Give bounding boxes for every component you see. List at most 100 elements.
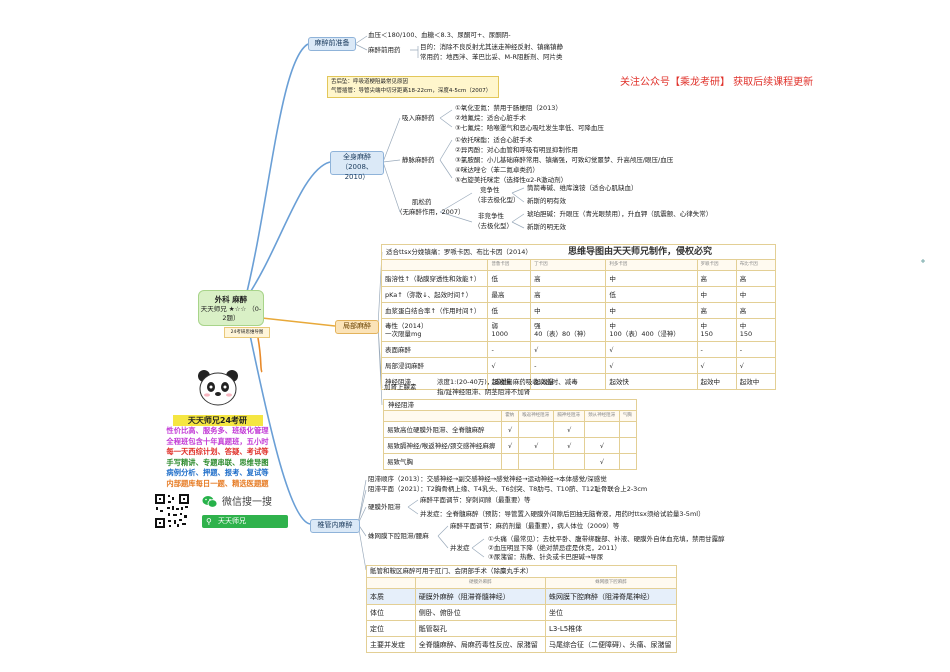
table-row: 体位 侧卧、俯卧位 坐位 [366, 604, 678, 621]
cell: 中 [696, 286, 737, 303]
col-head: 布比卡因 [735, 259, 777, 271]
search-icon: ⚲ [206, 517, 212, 526]
cell: 高 [530, 286, 607, 303]
col-head: 颈从神经阻滞 [584, 410, 620, 422]
col-head: 普鲁卡因 [487, 259, 532, 271]
cell: 中 [605, 302, 698, 319]
table-row: 主要并发症 全脊髓麻醉、局麻药毒性反应、尿潴留 马尾综合征（二便障碍）、头痛、尿… [366, 636, 678, 653]
promo-line: 每一天西综计划、答疑、考试等 [166, 447, 269, 456]
row-label: 毒性（2014） 一次限量mg [380, 318, 489, 342]
table-row: 易致膈神经/喉返神经/颈交感神经麻痹 √ √ √ √ [382, 437, 638, 454]
inhal-item: ③七氟烷：哈喉罩气和恶心吸吐发生率低、可降血压 [455, 124, 604, 132]
competitive-label: 竞争性 [480, 186, 500, 194]
row-label: pKa↑（弥散↓、起效时间↑） [380, 286, 489, 303]
muscle-relaxant-note: （无麻醉作用，2007） [396, 208, 465, 216]
table-row: 定位 骶管裂孔 L3-L5椎体 [366, 620, 678, 637]
promo-line: 内部题库每日一题、精选医题题 [166, 478, 269, 488]
col-head: 丁卡因 [530, 259, 607, 271]
row-label: 体位 [366, 604, 416, 621]
table-row: pKa↑（弥散↓、起效时间↑） 最高 高 低 中 中 [380, 286, 777, 303]
central-subtitle: 天天师兄 ★☆☆ （0-2题） [200, 305, 262, 322]
cell: 起效快 [605, 373, 698, 390]
cell: 全脊髓麻醉、局麻药毒性反应、尿潴留 [414, 636, 546, 653]
general-label: 全身麻醉 [343, 153, 371, 161]
preop-lab-criteria: 血压＜180/100、血糖＜8.3、尿酮可+、尿酮阴- [368, 31, 511, 39]
nerve-block-header: 神经阻滞 [383, 399, 637, 411]
local-table-title: 适合ttsx分娩镇痛：罗哌卡因、布比卡因（2014） [386, 248, 532, 256]
table-row: 易致气胸 √ [382, 453, 638, 470]
col-head [366, 577, 416, 589]
cell: √ [501, 437, 520, 454]
course-promo: 天天师兄24考研 性价比高、服务多、班级化管理 全程班包含十年真题班，五小时 每… [150, 415, 285, 489]
competitive-sub: （非去极化型） [474, 196, 520, 204]
local-anesthetic-table: 普鲁卡因 丁卡因 利多卡因 罗哌卡因 布比卡因 脂溶性↑（黏膜穿透性和效能↑） … [380, 259, 777, 390]
cell: 中 150 [735, 318, 777, 342]
wechat-search-box[interactable]: ⚲ 天天师兄 [202, 515, 288, 528]
airway-note: 舌后坠：呼吸道梗阻最常见原因 气管插管：导管尖端中切牙距离18-22cm，深度4… [327, 76, 499, 98]
cell: L3-L5椎体 [544, 620, 678, 637]
cell [518, 421, 555, 438]
muscle-relaxant-label: 肌松药 [412, 198, 432, 206]
cell: 马尾综合征（二便障碍）、头痛、尿潴留 [544, 636, 678, 653]
cell: √ [530, 341, 607, 358]
cell: √ [605, 341, 698, 358]
iv-label: 静脉麻醉药 [402, 156, 435, 164]
promo-line: 性价比高、服务多、班级化管理 [166, 426, 269, 435]
nerve-block-table: 霍纳 喉返神经阻滞 膈神经阻滞 颈从神经阻滞 气胸 易致高位硬膜外阻滞、全脊髓麻… [382, 410, 638, 470]
row-label: 本质 [366, 588, 416, 605]
watermark-title: 思维导图由天天师兄制作，侵权必究 [568, 247, 713, 257]
noncompetitive-drug: 琥珀胆碱：升眼压（青光眼禁用），升血钾（肌震颤、心律失常） [527, 210, 713, 218]
inhalational-label: 吸入麻醉药 [402, 114, 435, 122]
cell: √ [553, 437, 586, 454]
cell: 侧卧、俯卧位 [414, 604, 546, 621]
cell: 骶管裂孔 [414, 620, 546, 637]
block-plane: 阻滞平面（2021）：T2胸骨柄上缘、T4乳头、T6剑突、T8肋弓、T10脐、T… [368, 485, 648, 493]
table-row: 局部浸润麻醉 √ - √ √ √ [380, 357, 777, 374]
airway-note-line: 舌后坠：呼吸道梗阻最常见原因 [331, 79, 409, 85]
local-table-header: 适合ttsx分娩镇痛：罗哌卡因、布比卡因（2014） 思维导图由天天师兄制作，侵… [381, 244, 925, 263]
cell: 中 100（表）400（浸神） [605, 318, 698, 342]
cell: 起效中 [735, 373, 777, 390]
general-years: （2008、2010） [341, 163, 373, 181]
epinephrine-label: 加肾上腺素 [384, 383, 417, 391]
premed-drugs: 常用药：地西泮、苯巴比妥、M-R阻断剂、阿片类 [420, 53, 563, 61]
cell: 最高 [487, 286, 532, 303]
cell: - [487, 341, 532, 358]
wechat-icon [202, 494, 218, 510]
col-head: 气胸 [618, 410, 638, 422]
cell: 中 [530, 302, 607, 319]
cell: 高 [735, 302, 777, 319]
airway-note-line: 气管插管：导管尖端中切牙距离18-22cm，深度4-5cm（2007） [331, 88, 492, 94]
cell: 高 [696, 270, 737, 287]
cell: 起效慢 [530, 373, 607, 390]
row-label: 易致膈神经/喉返神经/颈交感神经麻痹 [382, 437, 503, 454]
row-label: 脂溶性↑（黏膜穿透性和效能↑） [380, 270, 489, 287]
caudal-header: 骶管和鞍区麻醉可用于肛门、会阴部手术（除麋丸手术） [366, 565, 677, 578]
central-badge: 24考研思维导图 [224, 327, 270, 338]
cell: 中 150 [696, 318, 737, 342]
iv-item: ③氯胺酮：小儿基础麻醉常用、镇痛强，可致幻觉噩梦、升高颅压/眼压/血压 [455, 156, 674, 164]
epinephrine-contra: 指/趾神经阻滞、阴茎阻滞不加肾 [437, 388, 531, 396]
cell: 起效中 [696, 373, 737, 390]
search-text: 天天师兄 [218, 517, 246, 525]
cell: √ [487, 357, 532, 374]
col-head: 霍纳 [501, 410, 520, 422]
row-label: 表面麻醉 [380, 341, 489, 358]
iv-item: ⑤右旋美托咪定（选择性α2-R激动剂） [455, 176, 568, 184]
cell [618, 453, 638, 470]
node-neuraxial: 椎管内麻醉 [310, 519, 360, 533]
noncompetitive-reversal: 新斯的明无效 [527, 223, 566, 231]
col-head: 蛛网膜下腔麻醉 [544, 577, 678, 589]
node-general-anesthesia: 全身麻醉 （2008、2010） [330, 151, 384, 181]
promo-line: 手写精讲、专题串联、思维导图 [166, 457, 269, 467]
cell: √ [584, 437, 620, 454]
competitive-drugs: 筒箭毒碱、维库溴铵（适合心肌缺血） [527, 184, 638, 192]
cell: √ [584, 453, 620, 470]
wechat-search-label: 微信搜一搜 [222, 497, 272, 508]
iv-item: ①依托咪酯：适合心脏手术 [455, 136, 533, 144]
cell: 低 [605, 286, 698, 303]
competitive-reversal: 新斯的明有效 [527, 197, 566, 205]
node-local-anesthesia: 局部麻醉 [335, 320, 379, 334]
col-head: 利多卡因 [605, 259, 698, 271]
cell: 高 [696, 302, 737, 319]
